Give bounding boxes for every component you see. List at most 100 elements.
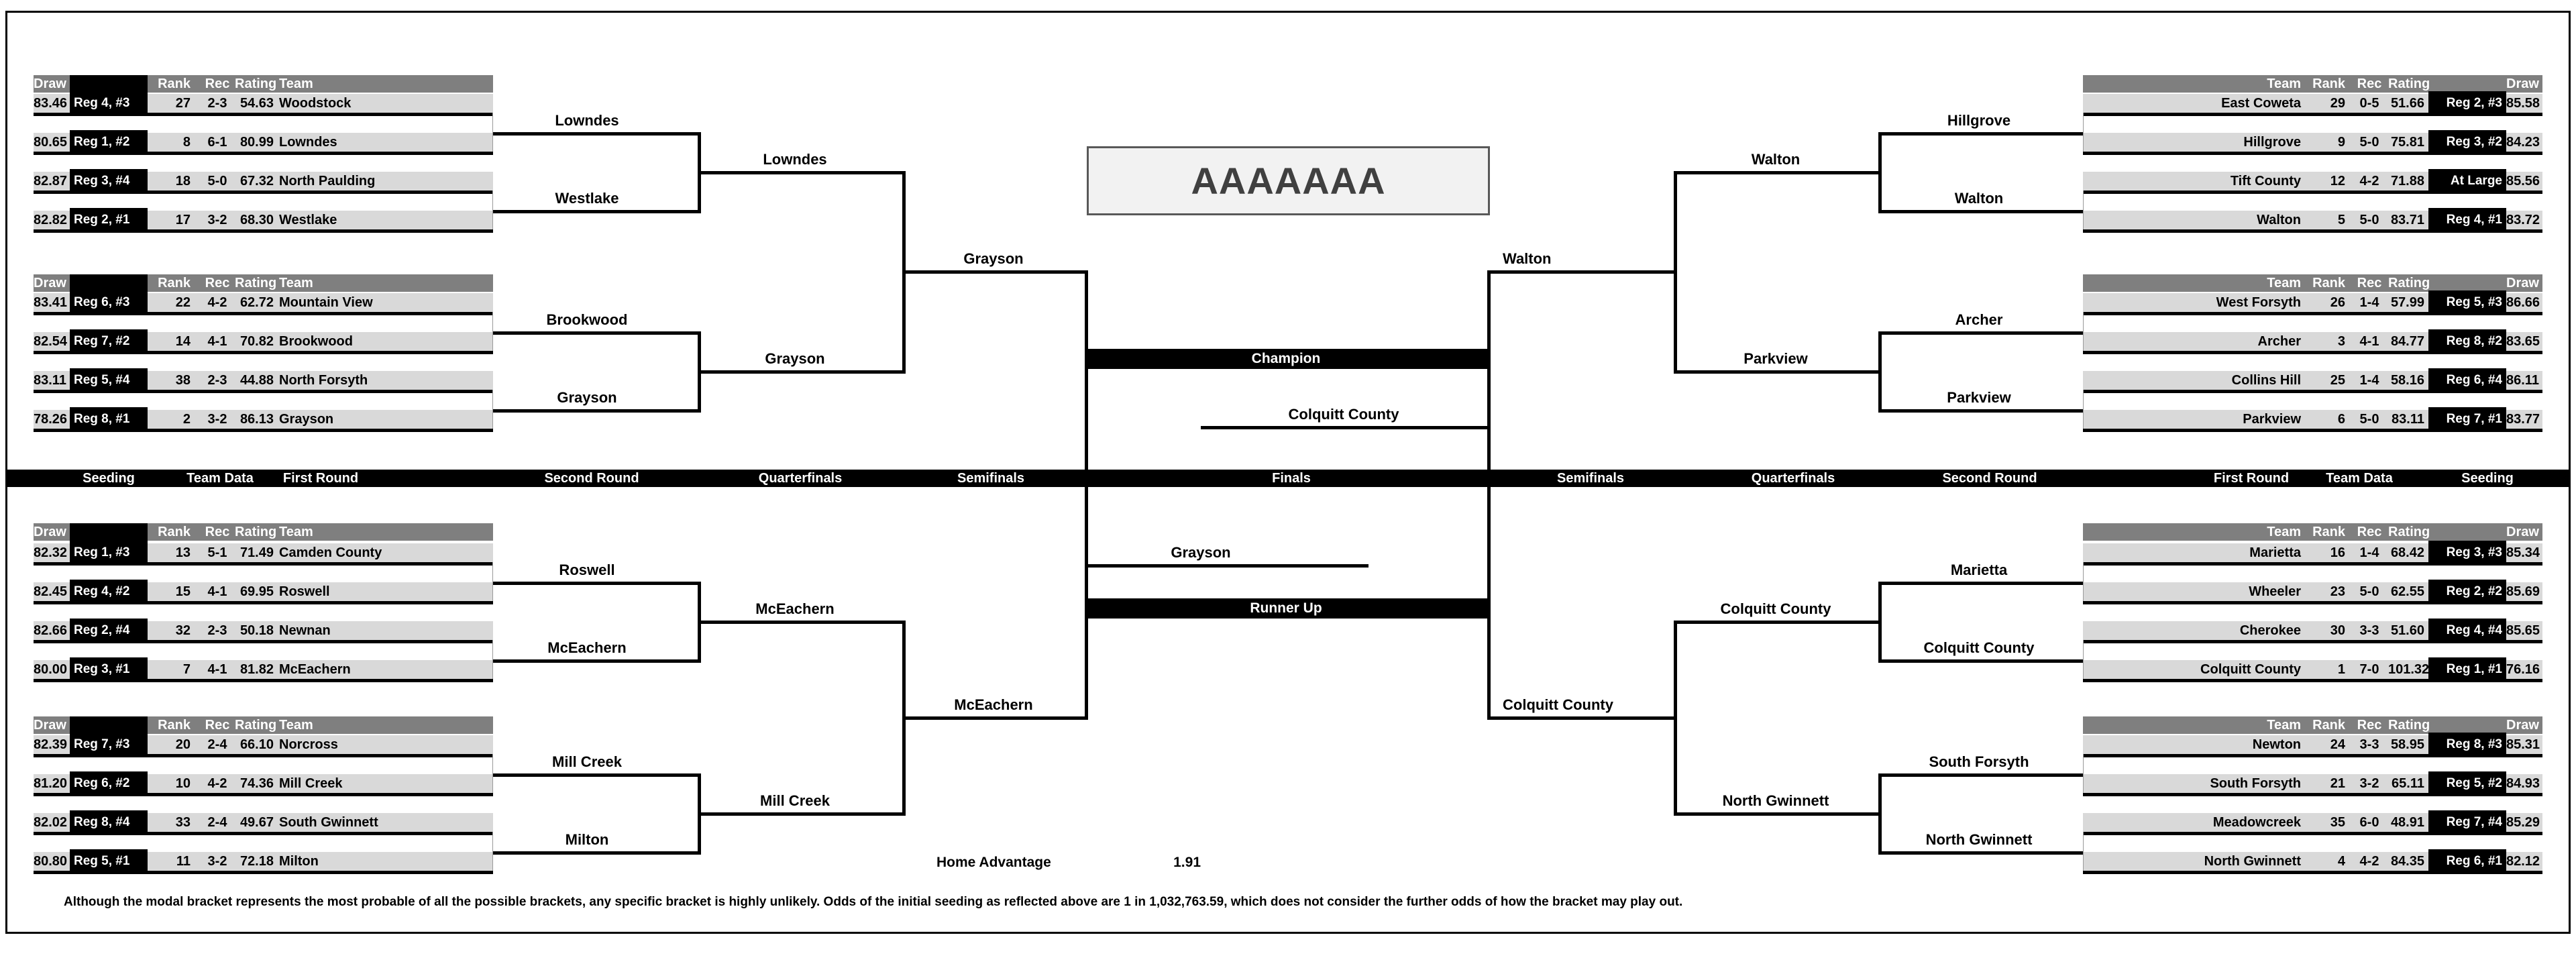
advancement-label: Colquitt County: [1720, 600, 1831, 617]
seed-cell: Reg 6, #1: [2428, 849, 2506, 873]
bracket-line: [493, 851, 698, 855]
rank-column-header: Rank: [158, 276, 191, 290]
seed-cell: Reg 3, #4: [70, 169, 148, 193]
advancement-label: Lowndes: [555, 112, 619, 129]
team-name: Marietta: [2249, 545, 2301, 560]
seed-cell: Reg 7, #4: [2428, 810, 2506, 835]
draw-value: 85.34: [2506, 545, 2540, 560]
team-row: 82.12 Reg 6, #1 4 4-2 84.35 North Gwinne…: [2083, 849, 2542, 874]
rec-value: 3-2: [207, 854, 227, 869]
bracket-line: [698, 621, 902, 624]
rec-value: 3-3: [2359, 737, 2379, 752]
rank-value: 27: [175, 96, 191, 111]
team-name: South Gwinnett: [279, 815, 378, 830]
rec-value: 6-0: [2359, 815, 2379, 830]
rank-value: 13: [175, 545, 191, 560]
round-label-quarterfinals-left: Quarterfinals: [758, 471, 843, 486]
team-row: 86.66 Reg 5, #3 26 1-4 57.99 West Forsyt…: [2083, 290, 2542, 315]
rank-value: 20: [175, 737, 191, 752]
rating-column-header: Rating: [235, 525, 277, 539]
rec-column-header: Rec: [2357, 276, 2382, 290]
rank-value: 12: [2330, 174, 2345, 189]
seed-cell: Reg 3, #2: [2428, 130, 2506, 154]
bracket-line: [493, 409, 698, 413]
rank-column-header: Rank: [158, 525, 191, 539]
team-name: Newnan: [279, 623, 331, 638]
advancement-label: Milton: [565, 831, 609, 848]
team-row: 85.65 Reg 4, #4 30 3-3 51.60 Cherokee: [2083, 619, 2542, 643]
table-header-row: Draw Rank Rec Rating Team: [34, 274, 493, 292]
round-label-first-round-left: First Round: [282, 471, 359, 486]
team-row: 86.11 Reg 6, #4 25 1-4 58.16 Collins Hil…: [2083, 368, 2542, 393]
draw-value: 82.02: [34, 815, 68, 830]
rec-column-header: Rec: [2357, 525, 2382, 539]
advancement-label: North Gwinnett: [1722, 792, 1829, 809]
bracket-line: [1674, 171, 1878, 174]
advancement-label: Mill Creek: [552, 753, 622, 770]
seed-cell: Reg 8, #2: [2428, 329, 2506, 354]
team-name: Woodstock: [279, 96, 352, 111]
rank-value: 29: [2330, 96, 2345, 111]
draw-column-header: Draw: [34, 718, 66, 733]
draw-value: 83.77: [2506, 412, 2540, 427]
rec-value: 5-0: [2359, 412, 2379, 427]
home-advantage-label: Home Advantage: [936, 855, 1051, 870]
bracket-line: [1201, 426, 1487, 429]
rank-value: 3: [2337, 334, 2345, 349]
seed-column-gap: [2428, 716, 2506, 734]
team-row: 84.93 Reg 5, #2 21 3-2 65.11 South Forsy…: [2083, 771, 2542, 796]
title-text: AAAAAAA: [1191, 160, 1386, 202]
draw-value: 84.93: [2506, 776, 2540, 791]
team-name: Mountain View: [279, 295, 373, 310]
rank-value: 23: [2330, 584, 2345, 599]
team-name: Collins Hill: [2231, 373, 2301, 388]
seed-cell: Reg 5, #1: [70, 849, 148, 873]
seed-cell: Reg 2, #3: [2428, 91, 2506, 115]
rank-value: 38: [175, 373, 191, 388]
rank-value: 25: [2330, 373, 2345, 388]
team-row: 76.16 Reg 1, #1 1 7-0 101.32 Colquitt Co…: [2083, 657, 2542, 682]
bracket-line: [1878, 132, 2083, 136]
draw-value: 86.11: [2506, 373, 2539, 388]
rank-value: 22: [175, 295, 191, 310]
runner-up-bar-label: Runner Up: [1250, 600, 1322, 616]
advancement-label: Marietta: [1950, 561, 2008, 578]
bracket-line: [2083, 640, 2084, 679]
team-name: Meadowcreek: [2212, 815, 2301, 830]
seed-column-gap: [2428, 75, 2506, 93]
rating-value: 57.99: [2390, 295, 2424, 310]
rec-value: 3-2: [2359, 776, 2379, 791]
rank-column-header: Rank: [2312, 276, 2345, 290]
rating-value: 51.60: [2390, 623, 2424, 638]
draw-value: 82.39: [34, 737, 68, 752]
rank-value: 17: [175, 213, 191, 227]
rating-value: 84.77: [2390, 334, 2424, 349]
team-name: West Forsyth: [2216, 295, 2301, 310]
bracket-line: [1487, 270, 1491, 720]
draw-value: 85.29: [2506, 815, 2540, 830]
bracket-line: [492, 832, 493, 871]
team-name: Camden County: [279, 545, 382, 560]
bracket-line: [1878, 773, 2083, 777]
seed-cell: Reg 8, #4: [70, 810, 148, 835]
rank-value: 21: [2330, 776, 2345, 791]
team-name: Mill Creek: [279, 776, 343, 791]
rec-column-header: Rec: [205, 718, 230, 733]
seed-cell: Reg 5, #3: [2428, 290, 2506, 315]
team-name: North Gwinnett: [2204, 854, 2301, 869]
rank-value: 7: [182, 662, 191, 677]
bracket-line: [902, 270, 1085, 274]
rating-value: 67.32: [239, 174, 274, 189]
seed-cell: Reg 7, #3: [70, 733, 148, 757]
seed-column-gap: [70, 523, 148, 541]
rank-value: 11: [176, 854, 191, 869]
rating-value: 75.81: [2390, 135, 2424, 150]
rating-value: 68.30: [239, 213, 274, 227]
team-name: Newton: [2252, 737, 2301, 752]
seed-cell: Reg 1, #1: [2428, 657, 2506, 682]
rank-value: 1: [2337, 662, 2345, 677]
team-column-header: Team: [279, 76, 313, 91]
rank-value: 2: [182, 412, 191, 427]
advancement-label: Brookwood: [546, 311, 628, 328]
team-name: Westlake: [279, 213, 337, 227]
